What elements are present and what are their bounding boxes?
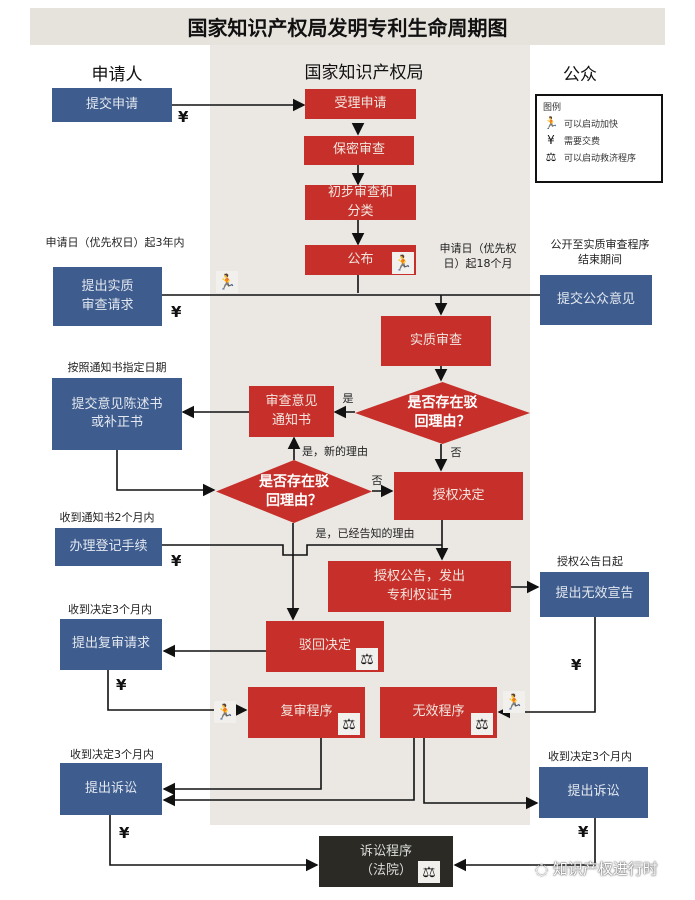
- label-no: 否: [450, 446, 462, 459]
- box-substantive-exam: 实质审查: [381, 316, 491, 366]
- box-lawsuit-right: 提出诉讼: [539, 767, 648, 818]
- legend-item: 需要交费: [564, 136, 601, 147]
- yen-icon: ¥: [119, 824, 130, 842]
- label-within-3-months: 收到决定3个月内: [70, 748, 154, 761]
- label-yes-new-reason: 是，新的理由: [302, 445, 368, 458]
- box-lawsuit-left: 提出诉讼: [60, 763, 162, 815]
- decision-text: 是否存在驳回理由？: [259, 473, 329, 509]
- runner-icon: 🏃: [214, 701, 236, 723]
- yen-icon: ¥: [171, 552, 182, 570]
- box-registration: 办理登记手续: [55, 528, 162, 566]
- runner-icon: 🏃: [503, 691, 525, 713]
- yen-icon: ¥: [171, 303, 182, 321]
- yen-icon: ¥: [547, 133, 555, 147]
- box-request-substantive: 提出实质审查请求: [53, 267, 162, 326]
- scale-icon: ⚖: [471, 713, 493, 735]
- legend-title: 图例: [543, 103, 562, 113]
- label-yes-known-reason: 是，已经告知的理由: [315, 527, 415, 540]
- decision-text: 是否存在驳回理由？: [407, 395, 478, 430]
- box-grant-decision: 授权决定: [394, 472, 523, 520]
- box-grant-announcement: 授权公告，发出专利权证书: [328, 561, 511, 612]
- watermark: ◌ 知识产权进行时: [535, 858, 658, 879]
- label-no: 否: [371, 474, 383, 487]
- label-yes: 是: [342, 392, 354, 405]
- box-submit-response: 提交意见陈述书或补正书: [52, 378, 182, 450]
- scale-icon: ⚖: [545, 150, 557, 164]
- yen-icon: ¥: [178, 108, 189, 126]
- diagram-title: 国家知识产权局发明专利生命周期图: [30, 8, 665, 45]
- label-per-notice-date: 按照通知书指定日期: [67, 361, 167, 374]
- box-preliminary-exam: 初步审查和分类: [305, 185, 416, 220]
- label-within-3-months: 收到决定3个月内: [548, 750, 632, 763]
- scale-icon: ⚖: [338, 713, 360, 735]
- column-header-applicant: 申请人: [91, 65, 143, 85]
- decision-rejection-grounds-1: 是否存在驳回理由？: [355, 382, 530, 444]
- scale-icon: ⚖: [356, 648, 378, 670]
- yen-icon: ¥: [571, 656, 582, 674]
- column-header-office: 国家知识产权局: [304, 63, 424, 83]
- legend-item: 可以启动加快: [564, 119, 619, 130]
- yen-icon: ¥: [578, 823, 589, 841]
- label-within-2-months: 收到通知书2个月内: [59, 511, 155, 524]
- box-secrecy-exam: 保密审查: [304, 136, 414, 165]
- decision-rejection-grounds-2: 是否存在驳回理由？: [216, 460, 372, 523]
- box-reexam-request: 提出复审请求: [60, 619, 162, 670]
- label-18-months: 申请日（优先权日）起18个月: [439, 242, 517, 270]
- box-submit-application: 提交申请: [52, 88, 172, 122]
- scale-icon: ⚖: [418, 861, 440, 883]
- label-within-3-months: 收到决定3个月内: [68, 603, 152, 616]
- label-public-period: 公开至实质审查程序结束期间: [550, 238, 650, 266]
- runner-icon: 🏃: [216, 271, 238, 293]
- box-office-action: 审查意见通知书: [249, 386, 334, 437]
- box-public-opinion: 提交公众意见: [540, 275, 652, 325]
- watermark-text: 知识产权进行时: [552, 860, 658, 878]
- runner-icon: 🏃: [543, 116, 559, 130]
- yen-icon: ¥: [116, 676, 127, 694]
- label-within-3-years: 申请日（优先权日）起3年内: [45, 236, 185, 249]
- column-header-public: 公众: [563, 65, 597, 85]
- box-accept-application: 受理申请: [305, 89, 416, 119]
- runner-icon: 🏃: [392, 252, 414, 274]
- legend-item: 可以启动救济程序: [564, 153, 637, 164]
- wechat-icon: ◌: [535, 860, 553, 878]
- legend: 图例 🏃 可以启动加快 ¥ 需要交费 ⚖ 可以启动救济程序: [535, 94, 663, 183]
- label-from-grant-date: 授权公告日起: [557, 555, 623, 568]
- box-invalidation-procedure: 无效程序: [380, 687, 497, 738]
- box-invalidation-request: 提出无效宣告: [540, 572, 649, 617]
